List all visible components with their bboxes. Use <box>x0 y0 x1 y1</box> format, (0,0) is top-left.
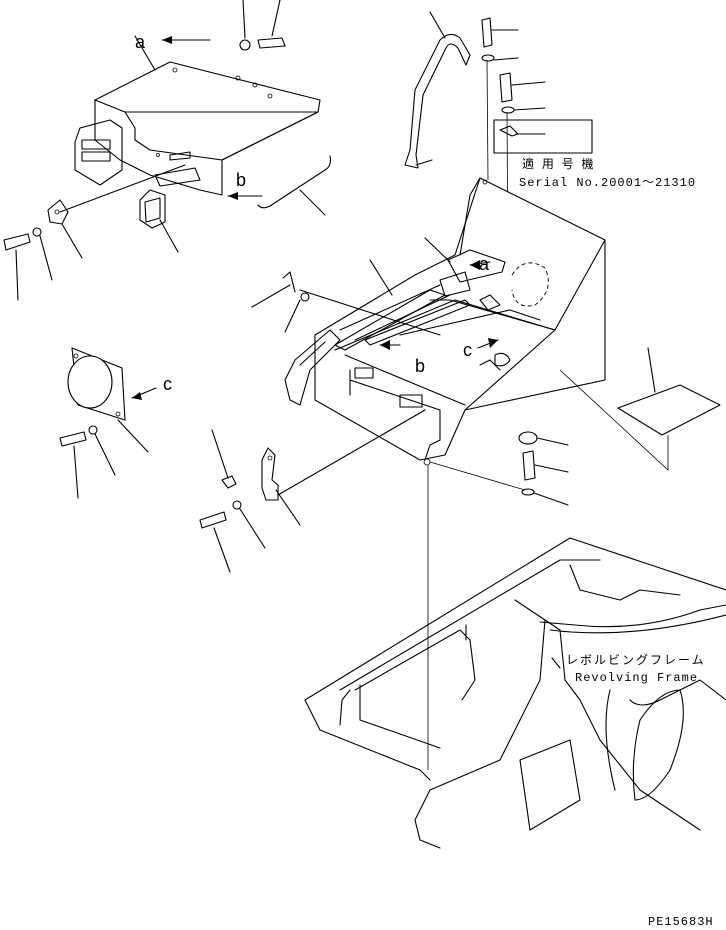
leader-line <box>73 445 79 499</box>
clip-icon <box>499 125 519 137</box>
callout-a-mid: a <box>479 254 490 274</box>
arrow-head-c-left <box>132 392 142 400</box>
axis-line <box>486 59 489 181</box>
arrow-head-a-mid <box>470 260 480 270</box>
serial-label-jp: 適 用 号 機 <box>522 156 595 171</box>
leader-line <box>284 299 301 333</box>
leader-line <box>39 235 53 281</box>
bolt-icon <box>499 72 513 103</box>
callout-c-left: c <box>163 374 172 394</box>
arrow-head-b <box>228 192 238 200</box>
leader-line <box>239 508 266 549</box>
grommet-part <box>139 189 179 253</box>
leader-line <box>211 429 229 479</box>
figure-code: PE15683H <box>648 915 714 929</box>
callout-b-mid: b <box>415 356 425 376</box>
leader-line <box>299 189 326 216</box>
leader-line <box>513 107 546 111</box>
arrow-head-c-mid <box>488 338 498 348</box>
leader-line <box>15 249 19 301</box>
arrow-head-a-top <box>162 36 172 44</box>
bolt-icon <box>257 37 286 49</box>
bolt-icon <box>522 450 536 481</box>
speaker-part <box>67 347 149 453</box>
leader-line <box>424 237 451 263</box>
cap-icon <box>518 431 538 445</box>
washer-icon <box>32 227 42 237</box>
washer-icon <box>481 54 495 62</box>
bolt-icon <box>3 233 31 251</box>
axis-line <box>559 369 669 471</box>
leader-line <box>299 289 441 336</box>
leader-line <box>536 437 569 446</box>
axis-line <box>429 461 526 491</box>
leader-line <box>551 657 561 669</box>
washer-icon <box>300 292 310 302</box>
console-body-part <box>284 177 606 466</box>
serial-box <box>493 119 593 154</box>
leader-line <box>213 527 231 573</box>
leader-a-top <box>134 35 156 71</box>
callout-b-top: b <box>236 170 246 190</box>
serial-number: Serial No.20001～21310 <box>519 176 696 190</box>
frame-label-en: Revolving Frame <box>575 671 698 685</box>
washer-icon <box>521 488 535 496</box>
callout-a-top: a <box>135 32 146 52</box>
pin-icon <box>282 271 296 293</box>
arrow-head-b-mid <box>380 340 390 350</box>
leader-line <box>493 57 519 61</box>
bolt-icon <box>59 431 87 447</box>
bolt-icon <box>199 511 227 529</box>
washer-icon <box>501 106 515 114</box>
leader-line <box>94 433 116 476</box>
pin-icon <box>221 475 237 489</box>
latch-part <box>261 409 426 526</box>
floor-cover-part <box>74 61 321 196</box>
handrail-part <box>404 11 471 169</box>
leader-line <box>534 464 569 473</box>
leader-line <box>511 81 546 86</box>
washer-icon <box>88 425 98 435</box>
callout-c-mid: c <box>463 340 472 360</box>
leader-line <box>242 0 246 39</box>
bracket-part <box>47 164 186 259</box>
leader-line <box>369 259 393 296</box>
bolt-icon <box>481 17 493 48</box>
washer-icon <box>239 39 251 51</box>
leader-line <box>251 284 291 308</box>
wire-b <box>257 155 331 209</box>
pad-part <box>617 384 721 436</box>
frame-label-jp: レボルビングフレーム <box>566 653 706 667</box>
revolving-frame-part <box>304 537 726 849</box>
leader-line <box>533 492 569 506</box>
leader-line <box>647 347 656 393</box>
washer-icon <box>232 500 242 510</box>
leader-line <box>271 0 281 37</box>
